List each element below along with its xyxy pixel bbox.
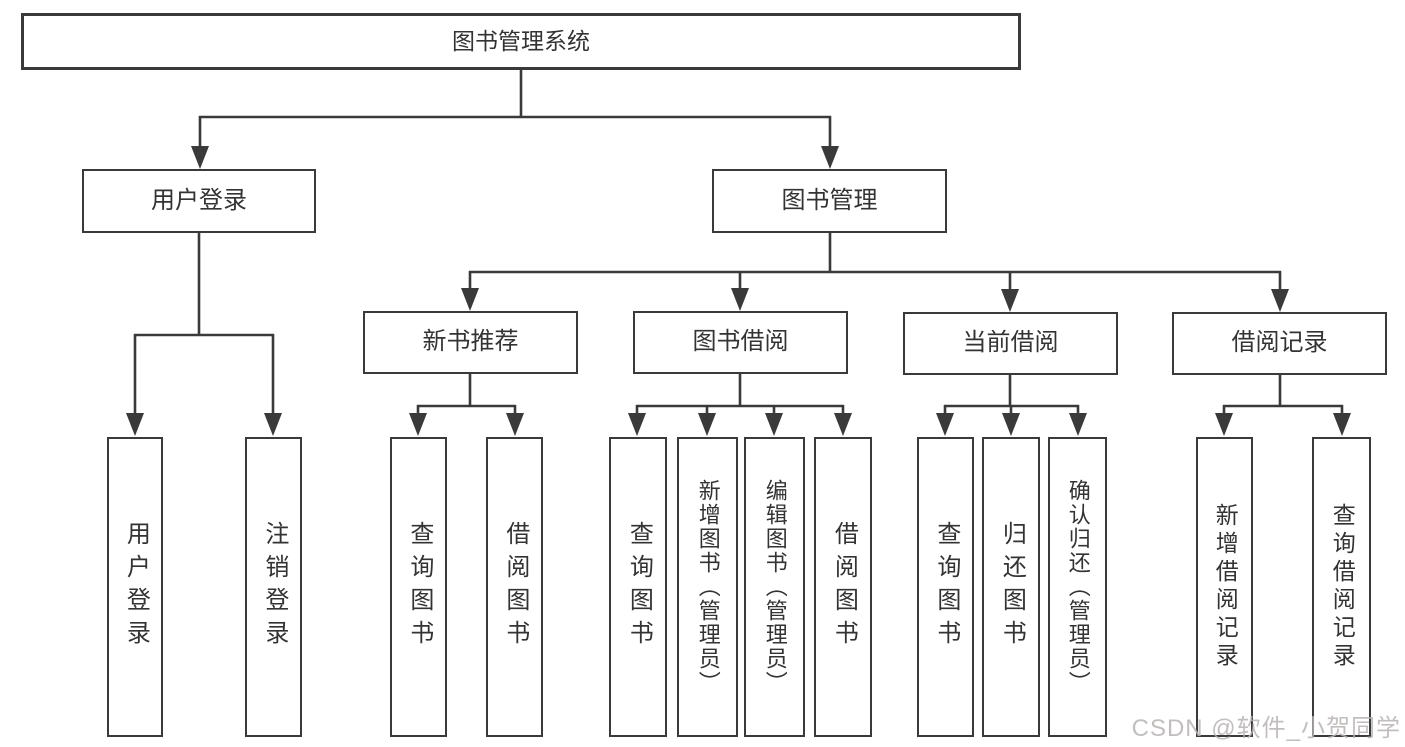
node-library-system-label: 图书管理系统 [452,27,590,54]
leaf-user-login: 用户登录 [107,437,163,737]
leaf-query-borrow-record: 查询借阅记录 [1312,437,1371,737]
leaf-logout-label: 注销登录 [260,521,288,653]
node-borrow-records-label: 借阅记录 [1231,329,1328,357]
leaf-borrow-query-book-label: 查询图书 [625,521,653,653]
leaf-recommend-borrow-book: 借阅图书 [486,437,543,737]
node-book-management-label: 图书管理 [781,186,878,214]
node-library-system: 图书管理系统 [21,13,1021,70]
leaf-recommend-borrow-book-label: 借阅图书 [501,521,529,653]
node-book-management: 图书管理 [712,169,947,233]
leaf-confirm-return-admin-label: 确认归还（管理员） [1065,479,1091,695]
leaf-logout: 注销登录 [245,437,302,737]
node-book-borrow: 图书借阅 [633,311,848,374]
node-new-book-recommend-label: 新书推荐 [422,328,519,356]
node-user-login-label: 用户登录 [151,186,247,214]
leaf-user-login-label: 用户登录 [122,521,150,653]
leaf-borrow-book: 借阅图书 [814,437,872,737]
leaf-borrow-query-book: 查询图书 [609,437,667,737]
leaf-confirm-return-admin: 确认归还（管理员） [1048,437,1107,737]
leaf-recommend-query-book: 查询图书 [390,437,447,737]
node-new-book-recommend: 新书推荐 [363,311,578,374]
leaf-add-book-admin-label: 新增图书（管理员） [695,479,721,695]
leaf-current-query-book: 查询图书 [917,437,974,737]
leaf-return-book: 归还图书 [982,437,1040,737]
node-user-login: 用户登录 [82,169,316,233]
leaf-borrow-book-label: 借阅图书 [830,521,858,653]
node-current-borrow: 当前借阅 [903,312,1118,375]
node-borrow-records: 借阅记录 [1172,312,1387,375]
node-current-borrow-label: 当前借阅 [962,329,1059,357]
leaf-add-book-admin: 新增图书（管理员） [677,437,738,737]
watermark: CSDN @软件_小贺同学 [1131,715,1401,742]
leaf-edit-book-admin-label: 编辑图书（管理员） [762,479,788,695]
leaf-return-book-label: 归还图书 [998,521,1026,653]
leaf-recommend-query-book-label: 查询图书 [405,521,433,653]
arrowhead-icons [126,146,1351,436]
leaf-query-borrow-record-label: 查询借阅记录 [1329,503,1356,671]
leaf-current-query-book-label: 查询图书 [932,521,960,653]
leaf-edit-book-admin: 编辑图书（管理员） [744,437,805,737]
leaf-add-borrow-record-label: 新增借阅记录 [1212,503,1239,671]
node-book-borrow-label: 图书借阅 [692,328,789,356]
leaf-add-borrow-record: 新增借阅记录 [1196,437,1253,737]
